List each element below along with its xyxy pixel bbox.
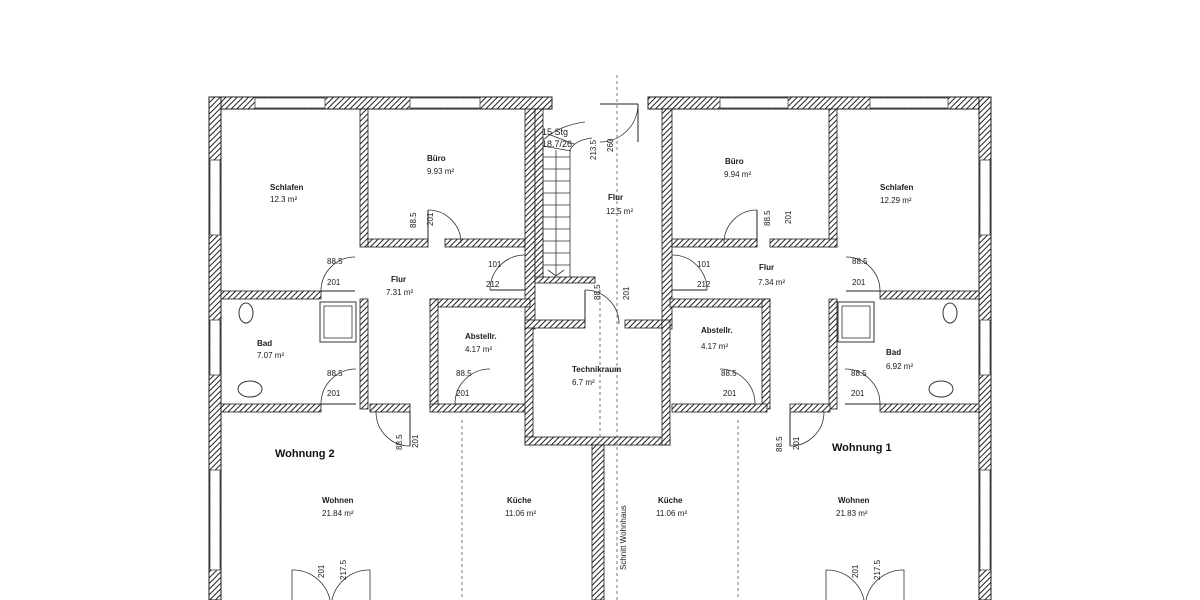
room-name-abstell-left: Abstellr.	[465, 332, 497, 341]
room-name-kueche-right: Küche	[658, 496, 683, 505]
dim-label: 88.5	[851, 369, 867, 378]
dim-label: 201	[852, 278, 866, 287]
stair-treads	[542, 121, 593, 277]
room-area-buero-right: 9.94 m²	[724, 170, 751, 179]
dim-label: 201	[317, 564, 326, 578]
room-name-schlafen-left: Schlafen	[270, 183, 303, 192]
dim-label: 201	[792, 436, 801, 450]
sink-right	[928, 380, 954, 398]
room-area-bad-right: 6.92 m²	[886, 362, 913, 371]
dim-label: 217.5	[873, 559, 882, 580]
shower-right	[837, 301, 875, 343]
apartment-right-label: Wohnung 1	[832, 442, 892, 454]
apartment-left-label: Wohnung 2	[275, 448, 335, 460]
room-name-flur-left: Flur	[391, 275, 406, 284]
dim-label: 201	[327, 278, 341, 287]
dimension-labels: 213.5 260 88.5 201 88.5 201 101 212 88.5…	[317, 138, 882, 580]
room-name-wohnen-right: Wohnen	[838, 496, 870, 505]
dim-label: 101	[697, 260, 711, 269]
dim-label: 201	[411, 434, 420, 448]
dim-label: 88.5	[409, 212, 418, 228]
room-area-flur-center: 12.5 m²	[606, 207, 633, 216]
dim-label: 88.5	[593, 284, 602, 300]
dim-label: 201	[723, 389, 737, 398]
dim-label: 212	[486, 280, 500, 289]
exterior-walls	[208, 96, 992, 600]
room-name-technik: Technikraum	[572, 365, 621, 374]
room-area-kueche-left: 11.06 m²	[505, 509, 536, 518]
room-name-flur-center: Flur	[608, 193, 623, 202]
room-labels: Schlafen 12.3 m² Büro 9.93 m² Flur 7.31 …	[257, 154, 913, 518]
dim-label: 260	[606, 138, 615, 152]
dim-label: 201	[456, 389, 470, 398]
section-label: Schnitt Wohnhaus	[619, 505, 628, 570]
room-area-buero-left: 9.93 m²	[427, 167, 454, 176]
bathroom-fixtures	[237, 301, 958, 398]
dim-label: 201	[622, 286, 631, 300]
shower-left	[319, 301, 357, 343]
room-area-flur-right: 7.34 m²	[758, 278, 785, 287]
sink-left	[237, 380, 263, 398]
dim-label: 88.5	[327, 257, 343, 266]
room-name-abstell-right: Abstellr.	[701, 326, 733, 335]
toilet-right	[942, 302, 958, 324]
room-area-technik: 6.7 m²	[572, 378, 595, 387]
stair-ratio-label: 18.7/26	[542, 139, 572, 149]
dim-label: 213.5	[589, 139, 598, 160]
room-name-schlafen-right: Schlafen	[880, 183, 913, 192]
room-area-wohnen-right: 21.83 m²	[836, 509, 868, 518]
room-name-kueche-left: Küche	[507, 496, 532, 505]
toilet-left	[238, 302, 254, 324]
dim-label: 217.5	[339, 559, 348, 580]
dim-label: 88.5	[721, 369, 737, 378]
room-name-bad-left: Bad	[257, 339, 272, 348]
room-area-flur-left: 7.31 m²	[386, 288, 413, 297]
door-swings	[291, 103, 905, 600]
room-area-abstell-left: 4.17 m²	[465, 345, 492, 354]
dim-label: 88.5	[327, 369, 343, 378]
room-area-schlafen-right: 12.29 m²	[880, 196, 912, 205]
room-area-kueche-right: 11.06 m²	[656, 509, 687, 518]
stair-steps-label: 15 Stg	[542, 127, 568, 137]
dim-label: 88.5	[456, 369, 472, 378]
interior-walls	[220, 108, 980, 600]
room-name-wohnen-left: Wohnen	[322, 496, 354, 505]
dim-label: 201	[851, 389, 865, 398]
dim-label: 88.5	[395, 434, 404, 450]
dim-label: 88.5	[852, 257, 868, 266]
dim-label: 201	[327, 389, 341, 398]
dim-label: 201	[784, 210, 793, 224]
room-area-bad-left: 7.07 m²	[257, 351, 284, 360]
room-name-buero-right: Büro	[725, 157, 744, 166]
room-area-schlafen-left: 12.3 m²	[270, 195, 297, 204]
dashed-lines	[461, 75, 739, 600]
dim-label: 101	[488, 260, 502, 269]
dim-label: 201	[426, 212, 435, 226]
dim-label: 88.5	[763, 210, 772, 226]
room-name-flur-right: Flur	[759, 263, 774, 272]
room-name-bad-right: Bad	[886, 348, 901, 357]
room-name-buero-left: Büro	[427, 154, 446, 163]
dim-label: 212	[697, 280, 711, 289]
room-area-wohnen-left: 21.84 m²	[322, 509, 354, 518]
dim-label: 201	[851, 564, 860, 578]
dim-label: 88.5	[775, 436, 784, 452]
room-area-abstell-right: 4.17 m²	[701, 342, 728, 351]
